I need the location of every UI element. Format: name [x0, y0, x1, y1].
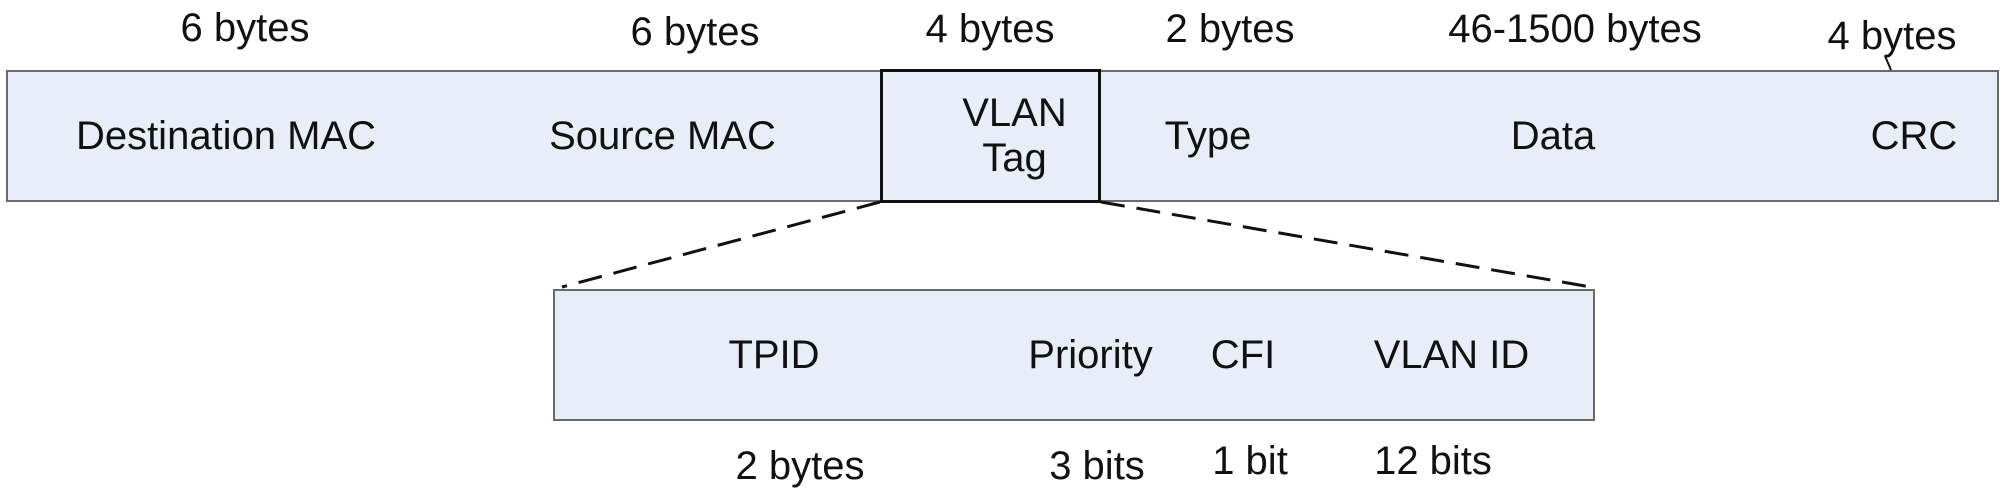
tpid-size: 2 bytes	[735, 444, 865, 488]
vlan-tag-field: VLAN Tag	[880, 69, 1101, 203]
cfi-label: CFI	[1210, 332, 1276, 377]
vlan-id-field: VLAN ID	[1298, 289, 1595, 421]
type-label: Type	[1164, 113, 1252, 158]
priority-label: Priority	[1028, 332, 1153, 377]
crc-field: CRC	[1789, 70, 1999, 202]
vlan-tag-left-dashed-connector	[561, 200, 881, 289]
priority-size: 3 bits	[1049, 444, 1145, 488]
priority-field: Priority	[993, 289, 1190, 421]
source-mac-label: Source MAC	[549, 113, 776, 158]
vlan-tag-right-dashed-connector	[1100, 200, 1592, 289]
type-field: Type	[1099, 70, 1319, 202]
cfi-field: CFI	[1188, 289, 1300, 421]
destination-mac-label: Destination MAC	[75, 113, 377, 158]
vlan-tag-label: VLAN Tag	[962, 91, 1067, 180]
crc-size: 4 bytes	[1827, 14, 1957, 58]
tpid-label: TPID	[728, 332, 820, 377]
data-label: Data	[1510, 113, 1596, 158]
source-mac-field: Source MAC	[444, 70, 883, 202]
cfi-size: 1 bit	[1212, 439, 1288, 483]
destination-mac-field: Destination MAC	[6, 70, 446, 202]
vlan-tag-size: 4 bytes	[925, 7, 1055, 51]
vlan-id-size: 12 bits	[1374, 439, 1492, 483]
tpid-field: TPID	[553, 289, 995, 421]
vlan-id-label: VLAN ID	[1373, 332, 1530, 377]
data-size: 46-1500 bytes	[1448, 7, 1702, 51]
source-mac-size: 6 bytes	[630, 10, 760, 54]
crc-size-tick-mark	[1884, 55, 1892, 71]
data-field: Data	[1317, 70, 1791, 202]
type-size: 2 bytes	[1165, 7, 1295, 51]
crc-label: CRC	[1870, 113, 1958, 158]
destination-mac-size: 6 bytes	[180, 6, 310, 50]
